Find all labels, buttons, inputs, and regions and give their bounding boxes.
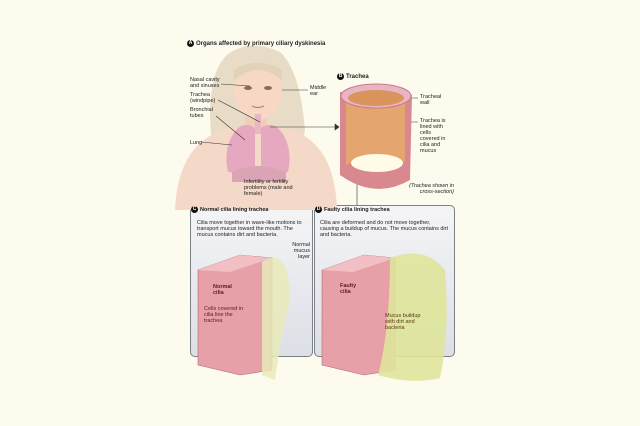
label-middle-ear: Middle ear [310,85,327,97]
trachea-tube [340,83,412,189]
label-mucus-buildup: Mucus buildup with dirt and bacteria [385,313,421,331]
panel-d-description: Cilia are deformed and do not move toget… [320,220,448,238]
panel-c-description: Cilia move together in wave-like motions… [197,220,302,238]
label-bronchial: Bronchial tubes [190,107,213,119]
cilia-blocks [197,253,447,381]
label-cross-section: (Trachea shown in cross-section) [409,183,454,195]
label-trachea-lined: Trachea is lined with cells covered in c… [420,118,446,154]
label-lung: Lung [190,140,203,146]
label-tracheal-wall: Tracheal wall [420,94,442,106]
label-normal-cilia: Normal cilia [213,284,232,296]
label-trachea: Trachea (windpipe) [190,92,216,104]
label-faulty-cilia: Faulty cilia [340,283,357,295]
leader-lines [200,83,418,205]
label-infertility: Infertility or fertility problems (male … [244,179,293,197]
label-cells: Cells covered in cilia line the trachea [204,306,244,324]
label-nasal: Nasal cavity and sinuses [190,77,220,89]
label-normal-mucus: Normal mucus layer [292,242,310,260]
girl-figure [175,45,337,210]
